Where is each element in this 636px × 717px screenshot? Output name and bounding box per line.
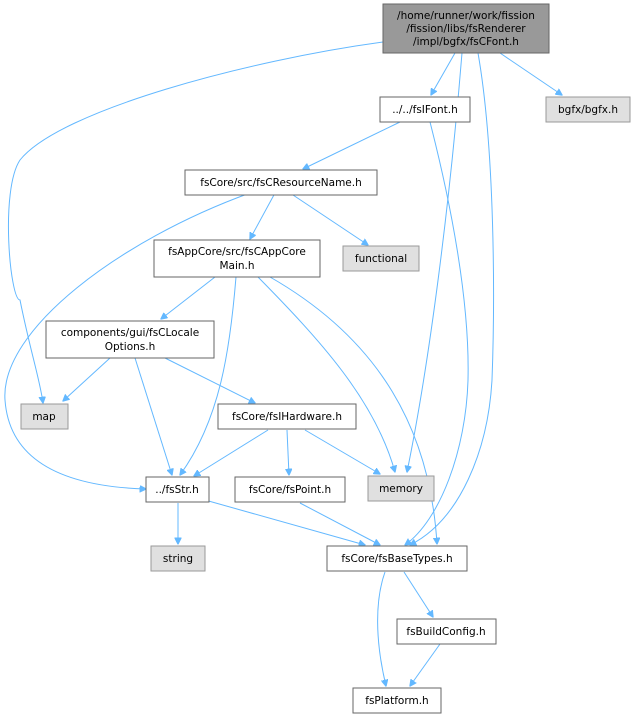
edge-fsifont-to-basetypes (405, 121, 469, 545)
edge-point-to-basetypes (299, 502, 380, 545)
node-root-line-1: /home/runner/work/fission (397, 10, 535, 22)
edge-hardware-to-memory (304, 429, 380, 474)
node-string-label: string (163, 553, 193, 565)
node-point-label: fsCore/fsPoint.h (249, 484, 331, 496)
edge-fsifont-to-resname (303, 121, 401, 169)
node-memory[interactable]: memory (367, 475, 435, 502)
edge-appcore-to-memory (257, 276, 395, 472)
edge-fsstr-to-basetypes (204, 499, 365, 545)
edge-locale-to-map (63, 357, 111, 401)
edge-appcore-to-locale (161, 276, 216, 319)
edge-resname-to-fsstr (4, 192, 251, 489)
edge-appcore-to-fsstr (180, 276, 237, 475)
node-map-label: map (32, 411, 56, 423)
edges (4, 41, 562, 686)
node-basetypes-label: fsCore/fsBaseTypes.h (341, 553, 452, 565)
nodes: /home/runner/work/fission /fission/libs/… (20, 3, 631, 714)
node-fsstr[interactable]: ../fsStr.h (145, 476, 210, 503)
node-hardware-label: fsCore/fsIHardware.h (232, 411, 342, 423)
node-fsifont-label: ../../fsIFont.h (392, 104, 458, 116)
node-bgfx[interactable]: bgfx/bgfx.h (545, 96, 631, 123)
edge-hardware-to-fsstr (194, 429, 269, 476)
edge-root-to-bgfx (499, 52, 562, 95)
edge-root-to-fsifont (431, 52, 456, 95)
edge-basetypes-to-platform (377, 571, 386, 686)
node-string[interactable]: string (150, 545, 206, 572)
node-fsstr-label: ../fsStr.h (155, 484, 199, 496)
node-point[interactable]: fsCore/fsPoint.h (234, 476, 346, 503)
node-platform-label: fsPlatform.h (365, 695, 428, 707)
node-appcore-line-2: Main.h (219, 260, 254, 272)
edge-hardware-to-point (287, 429, 289, 475)
node-buildconfig-label: fsBuildConfig.h (406, 626, 485, 638)
node-fsifont[interactable]: ../../fsIFont.h (379, 96, 471, 123)
node-hardware[interactable]: fsCore/fsIHardware.h (217, 403, 357, 430)
node-platform[interactable]: fsPlatform.h (352, 687, 442, 714)
node-appcore[interactable]: fsAppCore/src/fsCAppCore Main.h (153, 239, 321, 278)
node-root-line-3: /impl/bgfx/fsCFont.h (413, 36, 519, 48)
node-functional-label: functional (355, 253, 407, 265)
node-functional[interactable]: functional (342, 245, 420, 272)
edge-locale-to-fsstr (134, 357, 172, 475)
node-map[interactable]: map (20, 403, 69, 430)
node-root[interactable]: /home/runner/work/fission /fission/libs/… (382, 3, 550, 54)
node-basetypes[interactable]: fsCore/fsBaseTypes.h (326, 545, 468, 572)
edge-resname-to-appcore (250, 192, 276, 239)
edge-buildconfig-to-platform (410, 643, 441, 686)
node-appcore-line-1: fsAppCore/src/fsCAppCore (168, 246, 306, 258)
edge-resname-to-functional (289, 192, 368, 245)
edge-root-to-map (8, 41, 384, 403)
node-resname-label: fsCore/src/fsCResourceName.h (200, 177, 362, 189)
edge-locale-to-hardware (164, 357, 255, 403)
node-memory-label: memory (379, 483, 423, 495)
node-resname[interactable]: fsCore/src/fsCResourceName.h (184, 169, 378, 196)
node-locale-line-2: Options.h (105, 341, 156, 353)
edge-basetypes-to-buildconfig (403, 571, 433, 617)
node-locale[interactable]: components/gui/fsCLocale Options.h (45, 320, 215, 359)
node-buildconfig[interactable]: fsBuildConfig.h (396, 618, 497, 645)
node-locale-line-1: components/gui/fsCLocale (61, 327, 199, 339)
node-root-line-2: /fission/libs/fsRenderer (406, 23, 526, 35)
node-bgfx-label: bgfx/bgfx.h (558, 104, 618, 116)
edge-root-to-basetypes (410, 52, 495, 545)
